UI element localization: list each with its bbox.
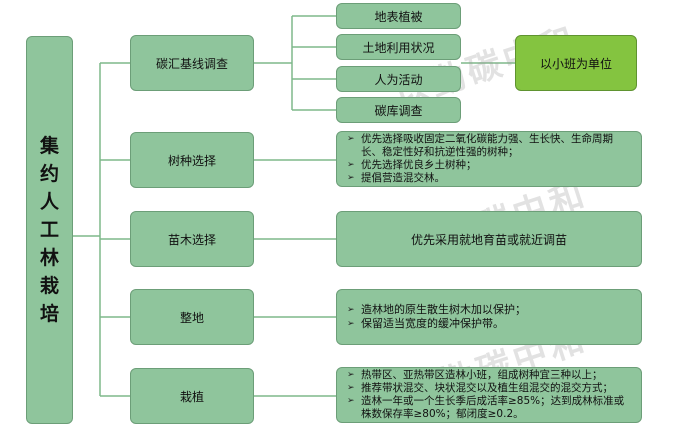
species-notes-box: 优先选择吸收固定二氧化碳能力强、生长快、生命周期长、稳定性好和抗逆性强的树种； … (336, 131, 642, 187)
note-item: 提倡营造混交林。 (347, 172, 631, 185)
survey-item: 地表植被 (336, 3, 461, 29)
note-item: 推荐带状混交、块状混交以及植生组混交的混交方式； (347, 382, 631, 395)
branch-planting: 栽植 (130, 368, 254, 424)
survey-item: 人为活动 (336, 66, 461, 92)
branch-species-selection: 树种选择 (130, 132, 254, 188)
seedling-note-box: 优先采用就地育苗或就近调苗 (336, 211, 642, 267)
root-char: 培 (39, 303, 59, 325)
planting-notes-box: 热带区、亚热带区造林小班，组成树种宜三种以上； 推荐带状混交、块状混交以及植生组… (336, 367, 642, 423)
root-char: 林 (39, 247, 59, 269)
note-item: 热带区、亚热带区造林小班，组成树种宜三种以上； (347, 369, 631, 382)
survey-item: 土地利用状况 (336, 34, 461, 60)
survey-unit-box: 以小班为单位 (515, 35, 637, 91)
branch-baseline-survey: 碳汇基线调查 (130, 35, 254, 91)
root-char: 约 (39, 163, 59, 185)
branch-site-preparation: 整地 (130, 289, 254, 345)
root-node: 集 约 人 工 林 栽 培 (26, 36, 73, 424)
note-item: 造林地的原生散生树木加以保护； (347, 303, 526, 317)
branch-seedling-selection: 苗木选择 (130, 211, 254, 267)
root-char: 人 (39, 191, 59, 213)
root-char: 工 (39, 219, 59, 241)
survey-item: 碳库调查 (336, 97, 461, 123)
note-item: 优先选择优良乡土树种； (347, 159, 631, 172)
note-item: 优先选择吸收固定二氧化碳能力强、生长快、生命周期长、稳定性好和抗逆性强的树种； (347, 133, 631, 159)
root-char: 栽 (39, 275, 59, 297)
note-item: 造林一年或一个生长季后成活率≥85%；达到成林标准或株数保存率≥80%；郁闭度≥… (347, 395, 631, 421)
site-notes-box: 造林地的原生散生树木加以保护； 保留适当宽度的缓冲保护带。 (336, 289, 642, 345)
root-char: 集 (39, 135, 59, 157)
note-item: 保留适当宽度的缓冲保护带。 (347, 317, 526, 331)
